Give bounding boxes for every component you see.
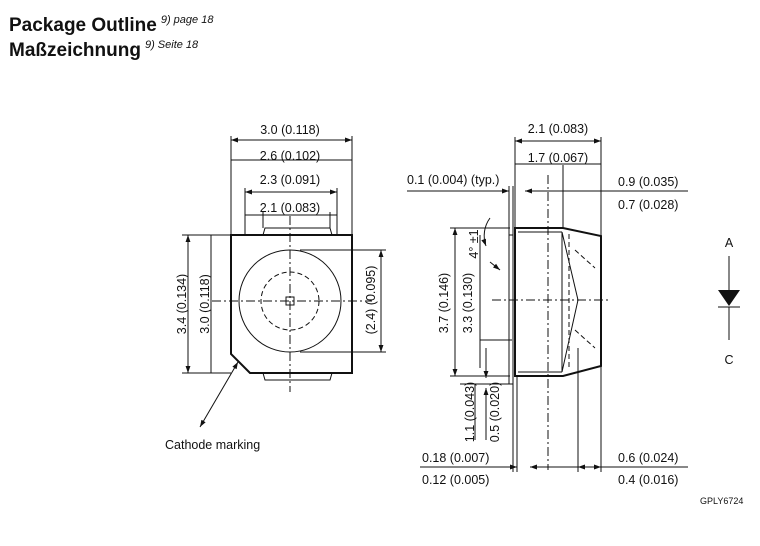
label-side-height-body: 3.3 (0.130) — [461, 273, 475, 333]
side-lead — [508, 234, 514, 385]
label-pad-outer: 2.3 (0.091) — [260, 173, 320, 187]
bottom-pad-tab — [262, 372, 333, 381]
lens-profile — [561, 231, 579, 373]
top-pad-tab — [262, 227, 333, 236]
label-side-height-outer: 3.7 (0.146) — [437, 273, 451, 333]
label-height-outer: 3.4 (0.134) — [175, 274, 189, 334]
label-lead-height-outer: 1.1 (0.043) — [463, 382, 477, 442]
label-standoff-outer: 0.18 (0.007) — [422, 451, 489, 465]
label-width-outer: 3.0 (0.118) — [260, 123, 320, 137]
side-view: 2.1 (0.083) 1.7 (0.067) 0.1 (0.004) (typ… — [407, 122, 688, 487]
label-width-body: 2.6 (0.102) — [260, 149, 320, 163]
label-lead-thickness: 0.1 (0.004) (typ.) — [407, 173, 499, 187]
internal-dash-detail — [574, 249, 596, 349]
diode-symbol: A C — [718, 236, 740, 367]
diode-triangle — [718, 290, 740, 306]
label-lead-width-inner: 0.4 (0.016) — [618, 473, 678, 487]
cathode-leader-line — [199, 361, 239, 428]
label-pad-inner: 2.1 (0.083) — [260, 201, 320, 215]
cathode-label: C — [724, 353, 733, 367]
label-lens-diameter: (2.4) (0.095) — [364, 266, 378, 335]
page-ref-en: 9) page 18 — [160, 14, 214, 26]
label-standoff-inner: 0.12 (0.005) — [422, 473, 489, 487]
angle-arc — [481, 217, 491, 247]
top-view: 3.0 (0.118) 2.6 (0.102) 2.3 (0.091) 2.1 … — [165, 123, 386, 452]
page-ref-de: 9) Seite 18 — [144, 39, 199, 51]
label-lead-outer: 0.9 (0.035) — [618, 175, 678, 189]
label-height-body: 3.0 (0.118) — [198, 274, 212, 334]
title-de: Maßzeichnung — [9, 40, 141, 61]
label-lead-width-outer: 0.6 (0.024) — [618, 451, 678, 465]
side-view-body — [514, 227, 602, 377]
label-lead-height-inner: 0.5 (0.020) — [488, 382, 502, 442]
label-body-width: 1.7 (0.067) — [528, 151, 588, 165]
title-en: Package Outline — [9, 15, 157, 36]
anode-label: A — [725, 236, 734, 250]
label-total-width: 2.1 (0.083) — [528, 122, 588, 136]
cathode-marking-label: Cathode marking — [165, 438, 260, 452]
drawing-code: GPLY6724 — [700, 496, 743, 506]
label-lead-inner: 0.7 (0.028) — [618, 198, 678, 212]
label-angle: 4° ±1 — [467, 229, 481, 258]
angle-arrow — [489, 261, 501, 271]
